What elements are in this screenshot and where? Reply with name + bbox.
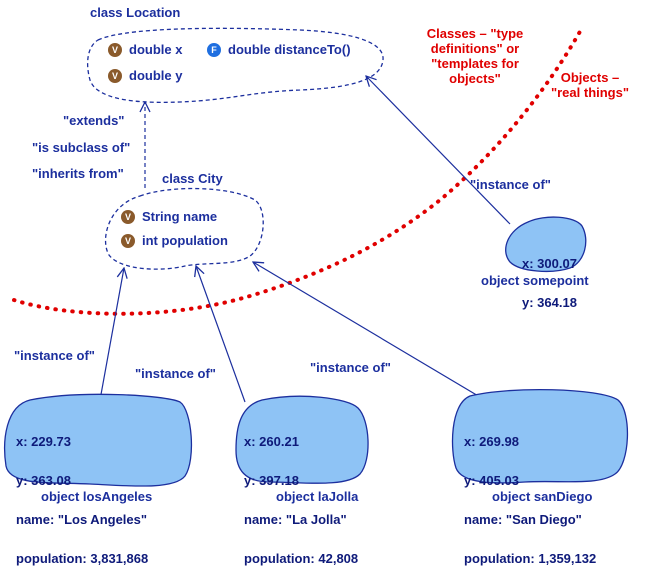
field-name: name: "La Jolla" — [244, 512, 347, 527]
class-city-shape — [105, 187, 264, 270]
field-y: y: 405.03 — [464, 473, 519, 488]
field-x: x: 260.21 — [244, 434, 299, 449]
classes-annotation-line: "templates for — [431, 56, 519, 71]
location-member-distanceto: F double distanceTo() — [207, 42, 351, 57]
instance-arrow-somepoint — [366, 76, 511, 225]
objects-annotation-line: Objects – — [560, 70, 620, 85]
field-name: name: "San Diego" — [464, 512, 582, 527]
location-member-y: V double y — [108, 68, 182, 83]
function-badge-icon: F — [207, 42, 221, 57]
field-population: population: 1,359,132 — [464, 551, 597, 566]
field-x: x: 300.07 — [522, 256, 577, 271]
object-somepoint-fields: x: 300.07 y: 364.18 — [522, 231, 577, 322]
field-y: y: 364.18 — [522, 295, 577, 310]
classes-annotation-line: objects" — [449, 71, 501, 86]
instance-of-label-sandiego: "instance of" — [310, 360, 391, 375]
field-name: name: "Los Angeles" — [16, 512, 148, 527]
variable-badge-icon: V — [121, 233, 135, 248]
field-y: y: 397.18 — [244, 473, 299, 488]
member-label: double y — [129, 68, 183, 83]
object-lajolla-title: object laJolla — [276, 489, 359, 504]
field-y: y: 363.08 — [16, 473, 71, 488]
object-lajolla-shape — [235, 395, 369, 484]
class-location-title: class Location — [90, 5, 181, 20]
object-sandiego-title: object sanDiego — [492, 489, 593, 504]
object-somepoint-title: object somepoint — [481, 273, 589, 288]
member-label: double distanceTo() — [228, 42, 351, 57]
location-member-x: V double x — [108, 42, 182, 57]
instance-arrow-lajolla — [196, 266, 246, 403]
classes-annotation-line: Classes – "type — [426, 26, 524, 41]
field-x: x: 229.73 — [16, 434, 71, 449]
instance-of-label-lajolla: "instance of" — [135, 366, 216, 381]
instance-arrow-sandiego — [253, 262, 486, 401]
objects-annotation: Objects – "real things" — [540, 70, 640, 100]
field-population: population: 42,808 — [244, 551, 359, 566]
variable-badge-icon: V — [108, 68, 122, 83]
member-label: int population — [142, 233, 228, 248]
member-label: double x — [129, 42, 183, 57]
class-city-title: class City — [162, 171, 223, 186]
objects-annotation-line: "real things" — [550, 85, 630, 100]
city-member-population: V int population — [121, 233, 228, 248]
instance-of-label-losangeles: "instance of" — [14, 348, 95, 363]
city-member-name: V String name — [121, 209, 217, 224]
instance-of-label-somepoint: "instance of" — [470, 177, 551, 192]
instance-arrow-losangeles — [99, 268, 124, 401]
extends-label: "extends" — [63, 113, 125, 128]
object-somepoint-shape — [505, 216, 587, 272]
variable-badge-icon: V — [108, 42, 122, 57]
diagram-canvas — [4, 26, 629, 487]
subclass-label: "is subclass of" — [32, 140, 131, 155]
classes-annotation-line: definitions" or — [430, 41, 520, 56]
variable-badge-icon: V — [121, 209, 135, 224]
field-population: population: 3,831,868 — [16, 551, 149, 566]
inherits-label: "inherits from" — [32, 166, 124, 181]
class-location-shape — [87, 27, 384, 103]
classes-annotation: Classes – "type definitions" or "templat… — [420, 26, 530, 86]
field-x: x: 269.98 — [464, 434, 519, 449]
object-losangeles-shape — [4, 393, 193, 487]
member-label: String name — [142, 209, 218, 224]
object-sandiego-shape — [451, 388, 629, 484]
object-losangeles-title: object losAngeles — [41, 489, 153, 504]
